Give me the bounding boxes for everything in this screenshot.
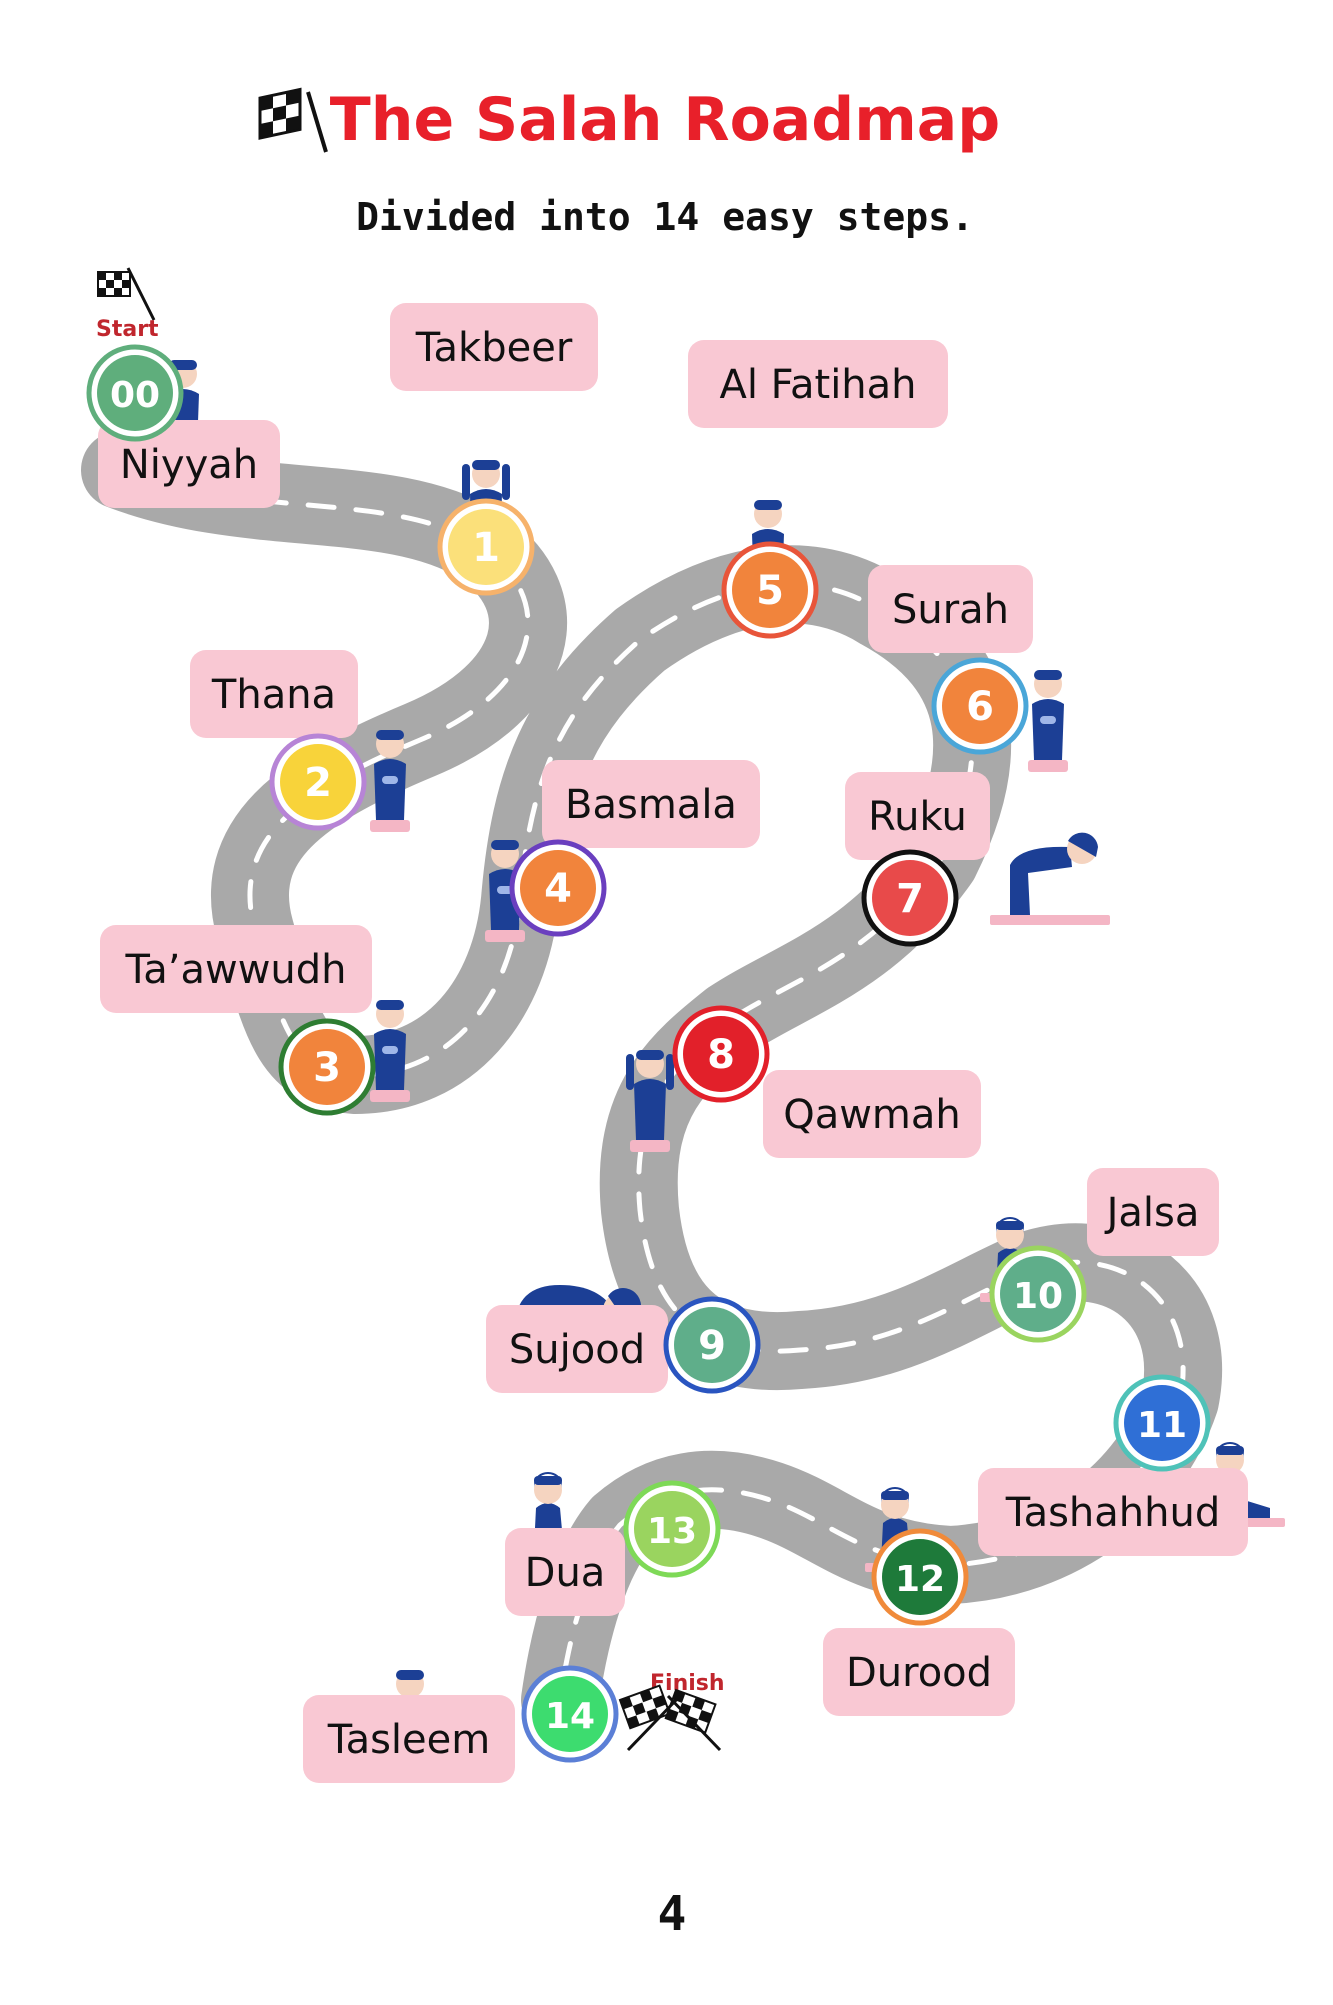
step-13: Dua 13 bbox=[505, 1472, 721, 1616]
step-label: Thana bbox=[211, 672, 336, 718]
step-label: Qawmah bbox=[783, 1092, 961, 1138]
step-number: 5 bbox=[756, 568, 784, 614]
step-badge bbox=[280, 744, 356, 820]
step-label-box bbox=[763, 1070, 981, 1158]
page-number: 4 bbox=[658, 1886, 687, 1942]
step-label-box bbox=[823, 1628, 1015, 1716]
step-label: Sujood bbox=[509, 1327, 645, 1373]
person-figure-icon bbox=[370, 730, 410, 832]
finish-flags-icon bbox=[618, 1684, 722, 1752]
step-3: Ta’awwudh 3 bbox=[100, 925, 410, 1116]
person-figure-icon bbox=[990, 832, 1110, 925]
step-5: Al Fatihah 5 bbox=[688, 340, 948, 639]
step-label: Durood bbox=[846, 1650, 992, 1696]
step-badge bbox=[448, 509, 524, 585]
step-label-box bbox=[100, 925, 372, 1013]
step-label: Basmala bbox=[565, 782, 737, 828]
step-number: 10 bbox=[1013, 1276, 1063, 1317]
step-label: Jalsa bbox=[1104, 1190, 1200, 1236]
step-badge bbox=[732, 552, 808, 628]
step-label: Al Fatihah bbox=[719, 362, 916, 408]
step-7: Ruku 7 bbox=[845, 772, 1110, 947]
step-label-box bbox=[978, 1468, 1248, 1556]
step-badge bbox=[97, 355, 173, 431]
step-label: Tasleem bbox=[327, 1717, 490, 1763]
step-number: 14 bbox=[545, 1696, 595, 1737]
step-number: 2 bbox=[304, 760, 332, 806]
step-badge bbox=[520, 850, 596, 926]
step-label: Dua bbox=[525, 1550, 606, 1596]
step-label-box bbox=[868, 565, 1033, 653]
step-badge bbox=[532, 1676, 608, 1752]
step-label: Surah bbox=[892, 587, 1009, 633]
step-badge bbox=[1000, 1256, 1076, 1332]
step-badge bbox=[942, 668, 1018, 744]
step-12: Durood 12 bbox=[823, 1487, 1015, 1716]
step-label: Tashahhud bbox=[1005, 1490, 1220, 1536]
step-6: Surah 6 bbox=[868, 565, 1068, 772]
step-label-box bbox=[505, 1528, 625, 1616]
step-00: Niyyah 00 bbox=[86, 344, 280, 508]
step-number: 11 bbox=[1137, 1405, 1187, 1446]
step-label-box bbox=[845, 772, 990, 860]
step-10: Jalsa 10 bbox=[980, 1168, 1219, 1343]
step-4: Basmala 4 bbox=[485, 760, 760, 942]
step-label-box bbox=[303, 1695, 515, 1783]
step-label: Ta’awwudh bbox=[124, 947, 346, 993]
step-label: Niyyah bbox=[120, 442, 258, 488]
step-label-box bbox=[1087, 1168, 1219, 1256]
step-number: 13 bbox=[647, 1511, 697, 1552]
person-figure-icon bbox=[626, 1050, 674, 1152]
step-label-box bbox=[190, 650, 358, 738]
step-badge bbox=[1124, 1385, 1200, 1461]
step-badge bbox=[882, 1539, 958, 1615]
step-1: Takbeer 1 bbox=[390, 303, 598, 596]
step-number: 4 bbox=[544, 866, 572, 912]
step-label-box bbox=[390, 303, 598, 391]
step-label: Takbeer bbox=[415, 325, 573, 371]
step-badge bbox=[289, 1029, 365, 1105]
step-number: 12 bbox=[895, 1559, 945, 1600]
step-number: 8 bbox=[707, 1032, 735, 1078]
step-badge bbox=[634, 1491, 710, 1567]
step-label: Ruku bbox=[868, 794, 967, 840]
step-8: Qawmah 8 bbox=[626, 1005, 981, 1158]
person-figure-icon bbox=[1028, 670, 1068, 772]
step-number: 6 bbox=[966, 684, 994, 730]
person-figure-icon bbox=[370, 1000, 410, 1102]
step-9: Sujood 9 bbox=[486, 1285, 761, 1394]
step-label-box bbox=[98, 420, 280, 508]
step-number: 00 bbox=[110, 375, 160, 416]
step-number: 3 bbox=[313, 1045, 341, 1091]
step-number: 7 bbox=[896, 876, 924, 922]
step-number: 1 bbox=[472, 525, 500, 571]
start-label: Start bbox=[96, 317, 159, 342]
step-11: Tashahhud 11 bbox=[978, 1374, 1285, 1556]
step-label-box bbox=[486, 1305, 668, 1393]
step-badge bbox=[683, 1016, 759, 1092]
step-badge bbox=[674, 1307, 750, 1383]
step-2: Thana 2 bbox=[190, 650, 410, 832]
person-figure-icon bbox=[485, 840, 525, 942]
page-subtitle: Divided into 14 easy steps. bbox=[356, 195, 974, 239]
step-label-box bbox=[688, 340, 948, 428]
step-14: Tasleem 14 bbox=[303, 1665, 619, 1783]
step-badge bbox=[872, 860, 948, 936]
title-flag-icon bbox=[258, 87, 328, 153]
step-number: 9 bbox=[698, 1323, 726, 1369]
step-label-box bbox=[542, 760, 760, 848]
page-title: The Salah Roadmap bbox=[330, 85, 1000, 155]
start-flag-icon bbox=[97, 267, 156, 321]
